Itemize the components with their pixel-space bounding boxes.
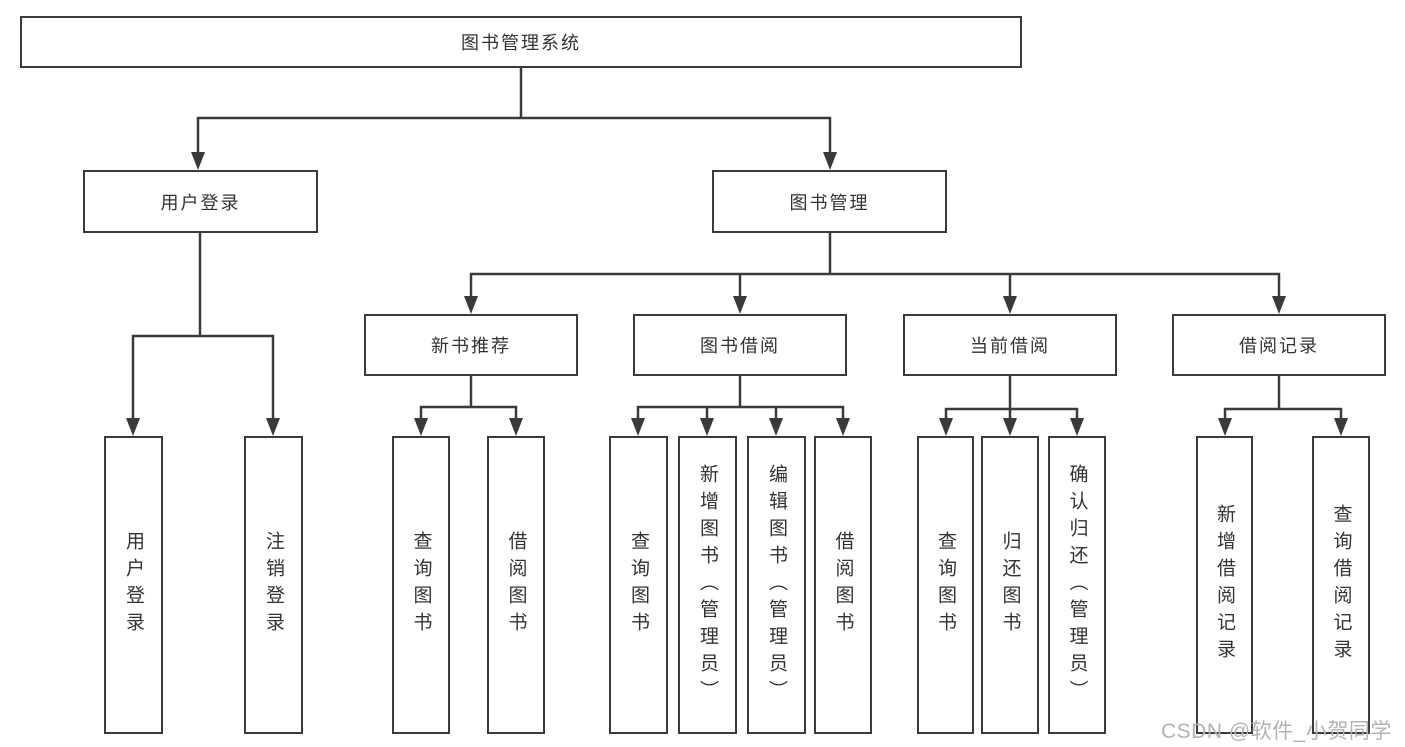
node-label: 查询借阅记录 xyxy=(1330,504,1352,666)
node-confirm-return-admin: 确认归还（管理员） xyxy=(1048,436,1106,734)
node-label: 编辑图书（管理员） xyxy=(766,463,787,707)
node-user-login-leaf: 用户登录 xyxy=(104,436,163,734)
node-borrow-books-borrow: 借阅图书 xyxy=(814,436,872,734)
node-query-books-newrec: 查询图书 xyxy=(392,436,450,734)
node-label: 查询图书 xyxy=(410,531,432,639)
node-user-login: 用户登录 xyxy=(83,170,318,233)
arrowheads xyxy=(126,152,1348,436)
node-query-books-borrow: 查询图书 xyxy=(609,436,668,734)
node-borrowing-records: 借阅记录 xyxy=(1172,314,1386,376)
node-label: 用户登录 xyxy=(123,531,144,639)
node-book-management: 图书管理 xyxy=(712,170,947,233)
node-query-borrow-record: 查询借阅记录 xyxy=(1312,436,1370,734)
node-label: 新增借阅记录 xyxy=(1214,504,1235,666)
node-current-borrowing: 当前借阅 xyxy=(903,314,1117,376)
node-add-books-admin: 新增图书（管理员） xyxy=(678,436,737,734)
node-label: 注销登录 xyxy=(263,531,284,639)
node-label: 确认归还（管理员） xyxy=(1066,463,1088,707)
node-label: 借阅图书 xyxy=(505,531,527,639)
node-label: 借阅图书 xyxy=(832,531,854,639)
node-logout: 注销登录 xyxy=(244,436,303,734)
node-label: 查询图书 xyxy=(628,531,649,639)
csdn-watermark: CSDN @软件_小贺同学 xyxy=(1161,720,1392,743)
node-label: 新增图书（管理员） xyxy=(697,463,718,707)
node-return-books: 归还图书 xyxy=(981,436,1039,734)
node-library-management-system: 图书管理系统 xyxy=(20,16,1022,68)
node-add-borrow-record: 新增借阅记录 xyxy=(1196,436,1253,734)
node-book-borrowing: 图书借阅 xyxy=(633,314,847,376)
node-label: 归还图书 xyxy=(999,531,1021,639)
node-label: 查询图书 xyxy=(935,531,956,639)
node-query-books-current: 查询图书 xyxy=(917,436,974,734)
node-new-book-recommend: 新书推荐 xyxy=(364,314,578,376)
node-edit-books-admin: 编辑图书（管理员） xyxy=(747,436,806,734)
node-borrow-books-newrec: 借阅图书 xyxy=(487,436,545,734)
